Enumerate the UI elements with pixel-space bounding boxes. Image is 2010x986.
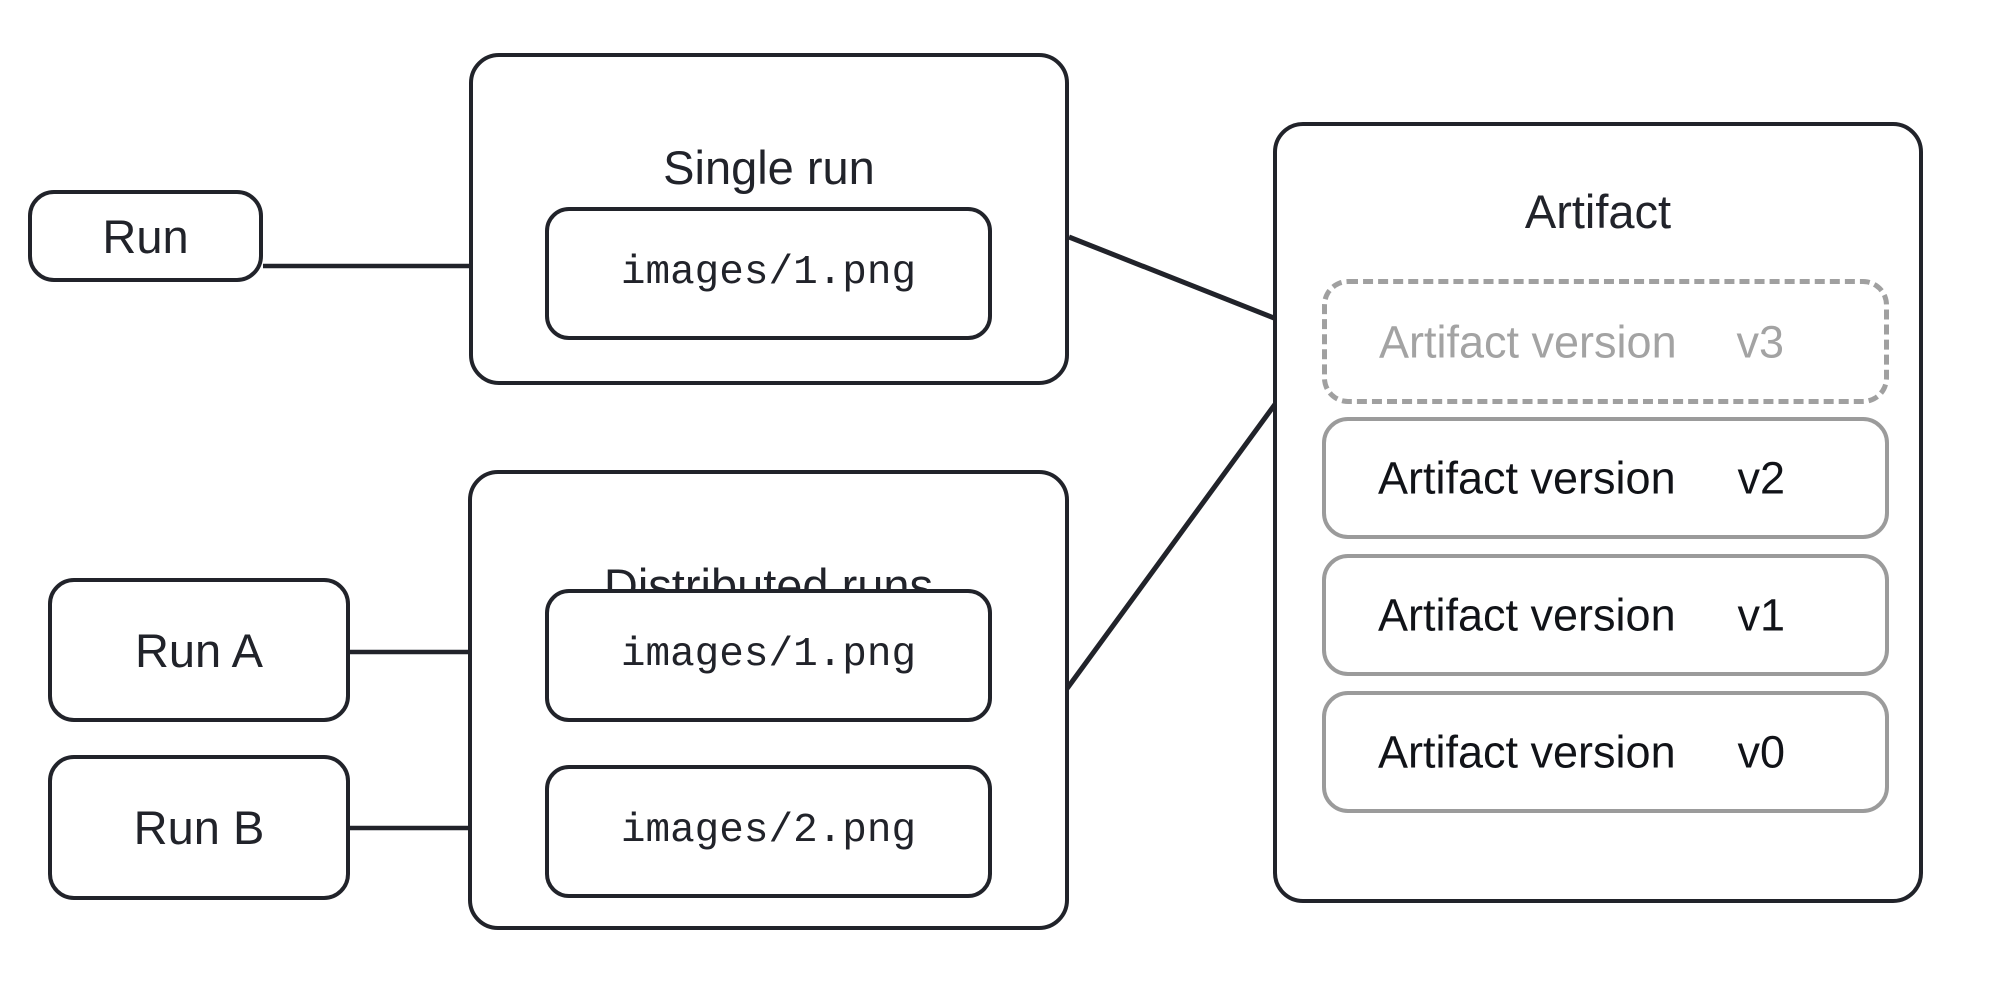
file-chip-label: images/1.png xyxy=(620,250,917,296)
panel-artifact-title: Artifact xyxy=(1524,185,1672,238)
file-chip-dist-images-2-png[interactable]: images/2.png xyxy=(545,765,992,898)
node-run-b[interactable]: Run B xyxy=(48,755,350,900)
group-single-run-title: Single run xyxy=(663,141,875,194)
artifact-version-tag: v2 xyxy=(1737,452,1785,504)
node-run-b-label: Run B xyxy=(133,801,265,854)
artifact-version-name: Artifact version xyxy=(1378,726,1676,778)
artifact-version-v0[interactable]: Artifact version v0 xyxy=(1322,691,1889,813)
artifact-version-name: Artifact version xyxy=(1378,452,1676,504)
file-chip-images-1-png[interactable]: images/1.png xyxy=(545,207,992,340)
artifact-version-name: Artifact version xyxy=(1378,589,1676,641)
group-single-run: Single run images/1.png xyxy=(469,53,1069,385)
node-run-a-label: Run A xyxy=(134,623,264,677)
artifact-version-tag: v1 xyxy=(1737,589,1785,641)
file-chip-label: images/2.png xyxy=(620,808,917,854)
file-chip-label: images/1.png xyxy=(620,632,917,678)
artifact-version-name: Artifact version xyxy=(1379,316,1677,367)
panel-artifact: Artifact Artifact version v3 Artifact ve… xyxy=(1273,122,1923,903)
artifact-version-tag: v0 xyxy=(1737,726,1785,778)
node-run[interactable]: Run xyxy=(28,190,263,282)
artifact-version-v3[interactable]: Artifact version v3 xyxy=(1322,279,1889,404)
file-chip-dist-images-1-png[interactable]: images/1.png xyxy=(545,589,992,722)
node-run-label: Run xyxy=(102,209,189,263)
group-distributed-runs: Distributed runs images/1.png images/2.p… xyxy=(468,470,1069,930)
artifact-version-v1[interactable]: Artifact version v1 xyxy=(1322,554,1889,676)
artifact-version-tag: v3 xyxy=(1736,316,1784,367)
node-run-a[interactable]: Run A xyxy=(48,578,350,722)
artifact-version-v2[interactable]: Artifact version v2 xyxy=(1322,417,1889,539)
